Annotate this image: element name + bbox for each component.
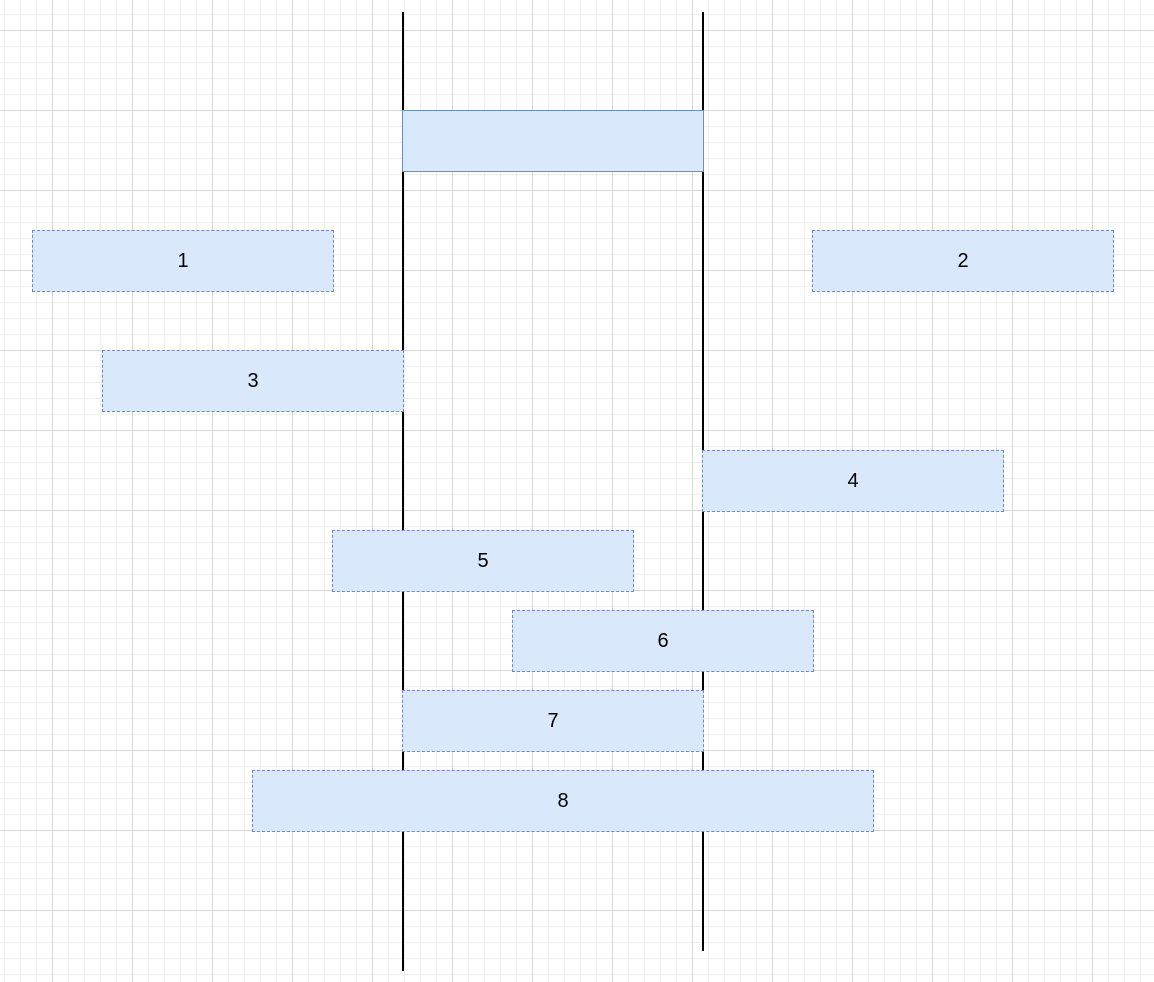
box-8[interactable]: 8: [252, 770, 874, 832]
box-2[interactable]: 2: [812, 230, 1114, 292]
box-5[interactable]: 5: [332, 530, 634, 592]
box-5-label: 5: [477, 549, 489, 572]
box-6-label: 6: [657, 629, 669, 652]
reference-box[interactable]: [402, 110, 704, 172]
box-1[interactable]: 1: [32, 230, 334, 292]
left-boundary-line[interactable]: [402, 12, 404, 971]
box-4[interactable]: 4: [702, 450, 1004, 512]
box-4-label: 4: [847, 469, 859, 492]
box-1-label: 1: [177, 249, 189, 272]
box-3-label: 3: [247, 369, 259, 392]
box-6[interactable]: 6: [512, 610, 814, 672]
box-2-label: 2: [957, 249, 969, 272]
box-3[interactable]: 3: [102, 350, 404, 412]
box-7-label: 7: [547, 709, 559, 732]
box-7[interactable]: 7: [402, 690, 704, 752]
box-8-label: 8: [557, 789, 569, 812]
